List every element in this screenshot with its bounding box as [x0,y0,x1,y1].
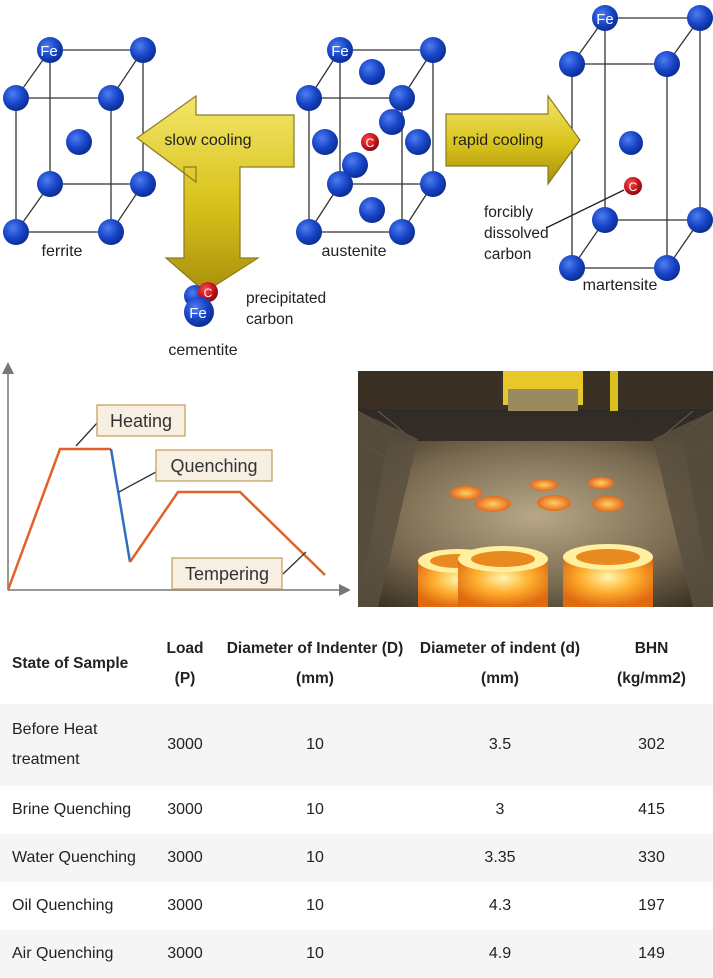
cell-state: Water Quenching [12,849,136,866]
cell-bhn: 197 [638,897,665,914]
cell-load: 3000 [167,801,203,818]
quenching-label: Quenching [170,456,257,476]
svg-text:carbon: carbon [484,246,531,263]
heating-line [6,447,111,591]
austenite-fe-label: Fe [331,43,349,60]
cell-indent-diameter: 4.3 [488,897,512,914]
austenite-atoms [296,37,446,245]
slow-cooling-label: slow cooling [164,132,251,149]
svg-text:precipitated: precipitated [246,290,326,307]
ferrite-label: ferrite [42,243,83,260]
slow-cooling-arrow [135,94,295,293]
quenching-tank-photo [358,371,713,607]
crystal-structure-diagram: Fe ferrite Fe C austenite [3,5,713,359]
cell-indent-diameter: 3.5 [488,736,512,753]
cell-indenter-diameter: 10 [306,849,324,866]
martensite-label: martensite [583,277,658,294]
cell-load: 3000 [167,897,203,914]
table-row: Oil Quenching 3000 10 4.3 197 [0,882,713,930]
tempering-line [128,490,326,576]
cell-indenter-diameter: 10 [306,736,324,753]
svg-text:dissolved: dissolved [484,225,549,242]
cell-indenter-diameter: 10 [306,897,324,914]
heating-label-box [96,404,186,437]
cell-load: 3000 [167,849,203,866]
cell-state: Brine Quenching [12,801,132,818]
martensite-atoms [559,5,713,281]
table-row: Water Quenching 3000 10 3.35 330 [0,834,713,882]
bhn-table: State of Sample Load(P) Diameter of Inde… [0,624,713,978]
cell-indent-diameter: 3 [495,801,505,818]
cell-bhn: 330 [638,849,665,866]
header-indent-diameter: Diameter of indent (d)(mm) [419,640,581,687]
quench-line [109,448,132,563]
heating-label: Heating [110,411,172,431]
header-state: State of Sample [12,655,129,672]
precipitated-carbon-text: precipitated carbon [246,290,326,328]
cementite-atoms [184,282,218,327]
dissolved-carbon-text: forcibly dissolved carbon [484,204,549,263]
ferrite-fe-label: Fe [40,43,58,60]
cell-bhn: 149 [638,945,665,962]
cell-state: Oil Quenching [12,897,114,914]
rapid-cooling-arrow [445,94,581,186]
header-load: Load(P) [166,640,204,687]
heat-treatment-curve: Heating Quenching Tempering [2,362,350,596]
table-row: Brine Quenching 3000 10 3 415 [0,786,713,834]
header-indenter-diameter: Diameter of Indenter (D)(mm) [226,640,404,687]
tempering-label-box [171,557,283,590]
martensite-c-label: C [629,180,638,194]
rapid-cooling-label: rapid cooling [453,132,544,149]
svg-text:carbon: carbon [246,311,293,328]
ferrite-atoms [3,37,156,245]
cell-bhn: 415 [638,801,665,818]
austenite-label: austenite [322,243,387,260]
cementite-label: cementite [168,342,237,359]
cell-indenter-diameter: 10 [306,801,324,818]
martensite-fe-label: Fe [596,11,614,28]
cell-indenter-diameter: 10 [306,945,324,962]
cell-indent-diameter: 3.35 [484,849,516,866]
tempering-label: Tempering [185,564,269,584]
cell-load: 3000 [167,945,203,962]
header-bhn: BHN(kg/mm2) [617,640,686,687]
svg-text:forcibly: forcibly [484,204,533,221]
quenching-label-box [155,449,273,482]
table-row: Air Quenching 3000 10 4.9 149 [0,930,713,978]
table-header-row: State of Sample Load(P) Diameter of Inde… [0,624,713,704]
hardness-table: State of Sample Load(P) Diameter of Inde… [0,624,713,978]
cell-state: Air Quenching [12,945,114,962]
cell-indent-diameter: 4.9 [488,945,512,962]
austenite-c-label: C [366,136,375,150]
cementite-c-label: C [204,286,213,300]
dissolved-carbon-pointer [545,189,625,229]
cell-bhn: 302 [638,736,665,753]
cementite-fe-label: Fe [189,305,207,322]
cell-load: 3000 [167,736,203,753]
